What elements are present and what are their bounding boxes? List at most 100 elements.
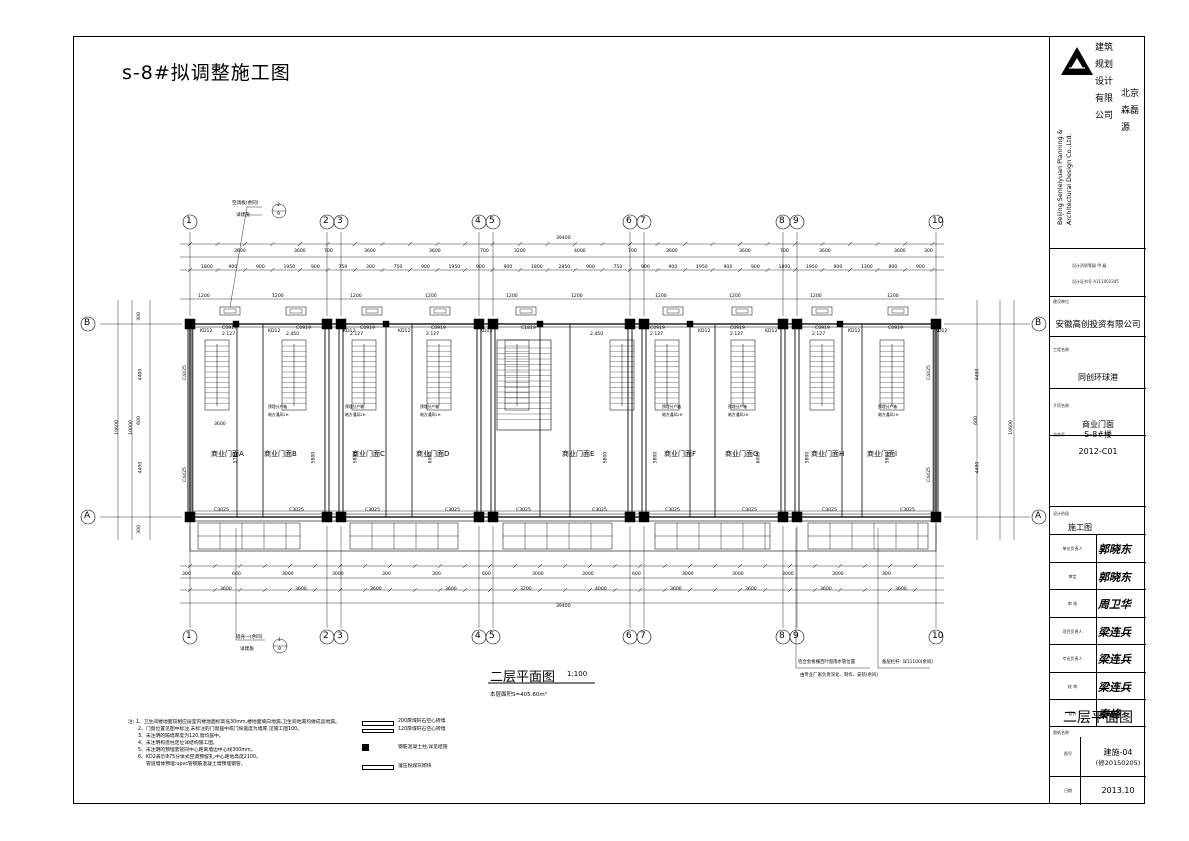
callout-louver: 铝合金格栅百叶窗雨水管位置 <box>798 660 856 665</box>
dimension-tick <box>662 587 668 593</box>
top-sub-dimension: 900 <box>586 265 595 270</box>
stair-level: 2.127 <box>350 332 364 337</box>
structural-column <box>791 511 803 523</box>
dimension-tick <box>792 241 798 247</box>
side-window-tag: C4425 <box>182 365 188 380</box>
window-ac-box-inner <box>815 308 829 314</box>
left-dimension: 300 <box>136 525 142 534</box>
sub-dimension: 1200 <box>810 294 822 299</box>
legend-swatch-column <box>362 744 369 751</box>
signature: 梁连兵 <box>1098 680 1131 694</box>
role-label: 审定 <box>1068 573 1077 579</box>
room-label: 商业门面D <box>416 450 450 458</box>
dimension-tick <box>572 241 578 247</box>
dimension-tick <box>687 563 693 569</box>
grid-bubble-bottom <box>182 629 198 645</box>
top-sub-dimension: 1950 <box>448 265 461 270</box>
dimension-tick <box>462 587 468 593</box>
stage-value: 施工图 <box>1068 523 1092 532</box>
window-ac-box <box>887 306 909 316</box>
room-dimension: 5800 <box>805 451 811 464</box>
drawing-title-label: 图纸名称 <box>1053 730 1069 735</box>
window-ac-box-inner <box>223 308 237 314</box>
room-label: 商业门面A <box>211 450 244 458</box>
top-sub-dimension: 750 <box>613 265 623 270</box>
stair-level: 2.127 <box>730 332 744 337</box>
drawing-title: 二层平面图 <box>1063 710 1133 726</box>
window-ac-box <box>361 306 383 316</box>
dimension-tick <box>875 267 880 273</box>
company-city-line: 北京 <box>1121 89 1140 99</box>
bottom-dimension: 600 <box>482 572 491 577</box>
room-dimension: 5800 <box>885 451 891 464</box>
dimension-tick <box>712 587 718 593</box>
pipe-note: 暗方通风2H <box>268 412 289 417</box>
bottom-sub-dimension: 3600 <box>220 587 232 592</box>
top-dimension: 3600 <box>364 249 376 254</box>
signature-row: 审 核周卫华 <box>1050 589 1146 617</box>
window-ac-box-inner <box>519 308 533 314</box>
grid-label-top: 10 <box>932 216 944 226</box>
callout-vendor: 由专业厂家负责深化、制作、安装(余同) <box>800 673 879 678</box>
dimension-tick <box>862 587 868 593</box>
kd-tag: KD12 <box>935 329 948 334</box>
room-dimension: 5800 <box>603 451 609 464</box>
dimension-tick <box>682 267 688 273</box>
subproject-row: 子项名称 商业门面 S-8#楼 <box>1050 388 1146 439</box>
stair <box>351 339 377 411</box>
grid-label-top: 9 <box>793 216 799 226</box>
left-dimension: 4400 <box>138 461 144 474</box>
pipe-note: 预埋分户箱 <box>268 404 287 409</box>
stair-level: 2.127 <box>650 332 664 337</box>
dimension-tick <box>662 563 668 569</box>
dimension-tick <box>710 267 715 273</box>
company-cn-line: 有限 <box>1095 94 1114 104</box>
dimension-tick <box>682 241 688 247</box>
detail-bubble-num: 1 <box>278 638 281 643</box>
bottom-sub-dimension: 3200 <box>520 587 532 592</box>
top-sub-dimension: 900 <box>833 265 843 270</box>
structural-column <box>321 511 333 523</box>
dimension-tick <box>787 563 793 569</box>
sub-dimension: 1200 <box>198 294 210 299</box>
dimension-tick <box>337 563 343 569</box>
overall-dimension: 39400 <box>556 236 571 241</box>
dimension-tick <box>297 267 303 273</box>
dimension-tick <box>462 267 468 273</box>
grid-bubble-left <box>80 509 96 525</box>
note-line: 3、未注明的隔墙厚度为120,窗均居中。 <box>138 734 224 739</box>
dimension-tick <box>325 267 330 273</box>
right-dimension: 600 <box>973 416 979 425</box>
grid-bubble-bottom <box>333 629 349 645</box>
pipe-note: 预埋分户箱 <box>345 404 364 409</box>
grid-label-top: 6 <box>626 216 632 226</box>
detail-callout-ref: 详建施 <box>236 213 250 218</box>
dimension-tick <box>387 587 393 593</box>
structural-column <box>638 318 650 330</box>
project-row: 工程名称 同创环球港 <box>1050 336 1146 388</box>
room-label: 商业门面F <box>664 450 697 458</box>
dimension-tick <box>912 587 918 593</box>
drawing-title-row: 图纸名称 二层平面图 <box>1050 710 1146 776</box>
window-tag-top: C0919 <box>222 326 237 331</box>
bottom-sub-dimension: 3600 <box>370 587 382 592</box>
legend-item: 120厚煤矸石空心砖墙 <box>398 727 446 732</box>
subproject-label: 子项名称 <box>1053 403 1069 408</box>
dimension-tick <box>262 587 268 593</box>
sub-dimension: 1200 <box>506 294 518 299</box>
detail-callout-ref: 详建施 <box>240 647 254 652</box>
kd-tag: KD12 <box>343 329 356 334</box>
pipe-note: 预埋分户箱 <box>662 404 681 409</box>
dimension-tick <box>902 267 908 273</box>
stair <box>281 339 307 411</box>
grid-bubble-bottom <box>485 629 501 645</box>
bottom-sub-dimension: 3600 <box>745 587 757 592</box>
signature: 郭晓东 <box>1098 570 1131 584</box>
structural-column <box>184 511 196 523</box>
dimension-tick <box>297 241 303 247</box>
dimension-tick <box>612 563 618 569</box>
structural-column <box>791 318 803 330</box>
callout-leader <box>229 206 248 308</box>
structural-column <box>487 511 499 523</box>
left-dimension: 600 <box>136 416 142 425</box>
